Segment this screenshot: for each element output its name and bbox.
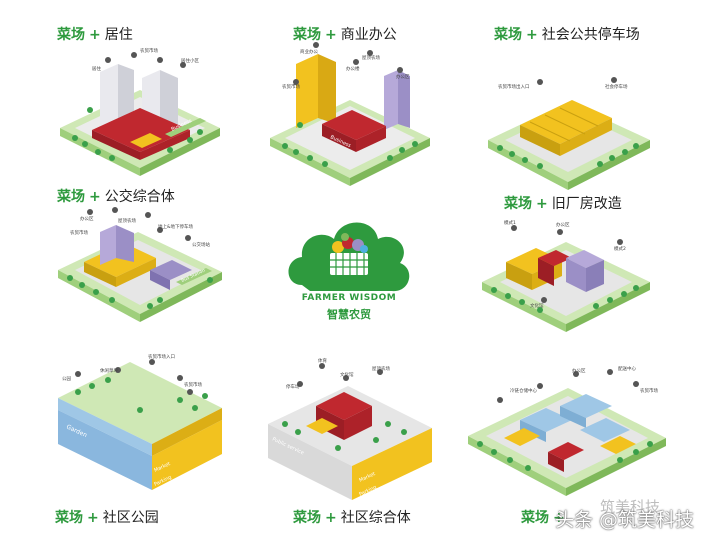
factory-label-1: 模式1	[504, 219, 516, 226]
title-plus: +	[89, 27, 101, 43]
residential-label-1: 居住	[92, 65, 101, 72]
factory-label-2: 模式2	[614, 245, 626, 252]
logo-cloud-icon	[288, 222, 410, 292]
watermark-faint: 筑美科技	[600, 498, 661, 516]
parking-label-1: 农贸市场出入口	[498, 83, 530, 90]
title-veg: 菜场	[494, 27, 522, 43]
residential-label-2: 农贸市场	[140, 47, 158, 54]
title-veg: 菜场	[293, 510, 321, 526]
bus-label-3: 农贸市场	[70, 229, 88, 236]
community-label-1: 体育	[318, 357, 327, 364]
panel-title-office: 菜场+商业办公	[293, 26, 397, 44]
title-plus: +	[536, 196, 548, 212]
title-plus: +	[553, 510, 565, 526]
market-label-3: 配送中心	[618, 365, 636, 372]
title-veg: 菜场	[57, 27, 85, 43]
factory-label-3: 办公区	[556, 221, 570, 228]
market-label-2: 办公区	[572, 367, 586, 374]
title-veg: 菜场	[521, 510, 549, 526]
panel-title-factory: 菜场+旧厂房改造	[504, 195, 622, 213]
market-label-4: 农贸市场	[640, 387, 658, 394]
title-plus: +	[325, 510, 337, 526]
farmer-wisdom-logo: FARMER WISDOM 智慧农贸	[282, 207, 416, 325]
panel-title-parking: 菜场+社会公共停车场	[494, 26, 640, 44]
park-label-4: 农贸市场	[184, 381, 202, 388]
panel-title-market: 菜场+	[521, 509, 569, 527]
title-rest: 社区公园	[102, 510, 159, 526]
title-rest: 社区综合体	[340, 510, 411, 526]
community-label-3: 屋顶农场	[372, 365, 390, 372]
bus-label-2: 屋顶农场	[118, 217, 136, 224]
community-label-2: 文化馆	[340, 371, 354, 378]
office-label-4: 农贸市场	[282, 83, 300, 90]
community-label-4: 停车场	[286, 383, 300, 390]
park-label-3: 农贸市场入口	[148, 353, 175, 360]
title-rest: 社会公共停车场	[541, 27, 640, 43]
title-plus: +	[526, 27, 538, 43]
bus-label-4: 地上&地下停车场	[158, 223, 194, 230]
title-plus: +	[87, 510, 99, 526]
title-veg: 菜场	[293, 27, 321, 43]
logo-text-en: FARMER WISDOM	[301, 293, 397, 303]
title-plus: +	[89, 189, 101, 205]
market-label-1: 冷链仓储中心	[510, 387, 537, 394]
office-label-2: 屋顶农场	[362, 54, 380, 61]
panel-title-community: 菜场+社区综合体	[293, 509, 411, 527]
title-rest: 旧厂房改造	[551, 196, 622, 212]
bus-label-1: 办公区	[80, 215, 94, 222]
panel-title-bus: 菜场+公交综合体	[57, 188, 175, 206]
title-veg: 菜场	[55, 510, 83, 526]
title-rest: 公交综合体	[104, 189, 175, 205]
logo-text-zh: 智慧农贸	[327, 308, 371, 321]
parking-label-2: 社会停车场	[605, 83, 628, 90]
title-rest: 居住	[104, 27, 133, 43]
office-label-3: 办公区	[396, 73, 410, 80]
title-plus: +	[325, 27, 337, 43]
bus-label-5: 公交场站	[192, 241, 210, 248]
park-label-2: 休闲草坪	[100, 367, 118, 374]
factory-label-4: 文化馆	[530, 302, 544, 309]
residential-label-3: 居住小区	[181, 57, 199, 64]
office-label-1: 商业办公	[300, 48, 318, 55]
title-veg: 菜场	[504, 196, 532, 212]
title-rest: 商业办公	[340, 27, 397, 43]
park-label-1: 公园	[62, 376, 71, 382]
watermark-text: 头条 @筑美科技	[555, 509, 695, 531]
office-label-5: 办公楼	[346, 65, 360, 72]
panel-title-residential: 菜场+居住	[57, 26, 133, 44]
title-veg: 菜场	[57, 189, 85, 205]
panel-title-park: 菜场+社区公园	[55, 509, 159, 527]
